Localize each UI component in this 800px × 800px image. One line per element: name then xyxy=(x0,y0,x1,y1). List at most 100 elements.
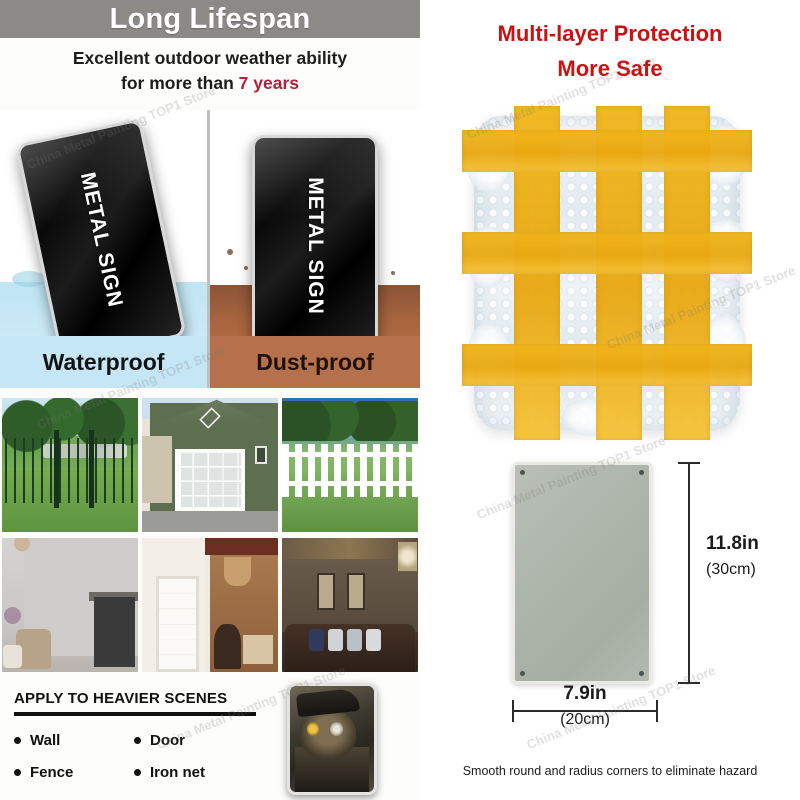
ceiling-beam xyxy=(196,538,278,556)
window xyxy=(397,542,417,572)
window xyxy=(254,446,268,464)
owl-eye-icon xyxy=(306,722,320,736)
mounting-hole-icon xyxy=(639,470,644,475)
owl-eye-icon xyxy=(330,722,343,736)
width-dimension-line xyxy=(512,710,658,712)
mounting-hole-icon xyxy=(520,671,525,676)
sideboard xyxy=(242,634,273,664)
bullet-icon xyxy=(14,737,21,744)
white-door xyxy=(155,575,200,672)
lifespan-subtitle: Excellent outdoor weather ability for mo… xyxy=(0,46,420,97)
fireplace xyxy=(94,596,136,667)
width-dimension-label: 7.9in (20cm) xyxy=(512,680,658,731)
apply-scenes-list: Wall Door Fence Iron net xyxy=(14,732,264,781)
waterproof-label: Waterproof xyxy=(0,336,207,388)
wall-art xyxy=(347,572,365,611)
list-item-label: Fence xyxy=(30,764,74,781)
width-centimeters: (20cm) xyxy=(560,710,610,728)
page-title: Long Lifespan xyxy=(109,2,311,35)
height-dimension-line xyxy=(688,462,690,684)
height-dimension-cap xyxy=(678,462,700,464)
owl-metal-sign-sample xyxy=(287,683,377,795)
application-photo-grid xyxy=(0,398,420,676)
tape-strip-horizontal xyxy=(462,232,752,274)
pillow xyxy=(328,629,344,651)
list-item-label: Iron net xyxy=(150,764,205,781)
lifespan-title-bar: Long Lifespan xyxy=(0,0,420,38)
mantel xyxy=(89,591,138,601)
width-dimension-cap xyxy=(512,700,514,722)
mounting-hole-icon xyxy=(520,470,525,475)
dust-speck-icon xyxy=(226,249,233,255)
photo-gray-interior-room xyxy=(2,538,138,672)
subtitle-line-1: Excellent outdoor weather ability xyxy=(72,48,348,68)
fence-rail xyxy=(282,481,418,487)
height-inches: 11.8in xyxy=(706,533,759,554)
bullet-icon xyxy=(14,769,21,776)
photo-white-picket-fence xyxy=(282,398,418,532)
metal-sign-plate-dust: METAL SIGN xyxy=(252,135,378,358)
dust-speck-icon xyxy=(243,265,248,270)
list-item: Fence xyxy=(14,764,134,781)
ceiling-lamp xyxy=(7,538,38,565)
subtitle-line-2-prefix: for more than xyxy=(121,73,239,94)
tape-strip-horizontal xyxy=(462,344,752,386)
fence-rail xyxy=(282,451,418,457)
protection-title-line-1: Multi-layer Protection xyxy=(497,21,723,46)
photo-row-top xyxy=(0,398,420,532)
garage-door xyxy=(174,448,246,511)
width-dimension-cap xyxy=(656,700,658,722)
subtitle-line-2: for more than 7 years xyxy=(0,71,420,96)
left-column: Long Lifespan Excellent outdoor weather … xyxy=(0,0,420,795)
pillow xyxy=(309,629,325,651)
cup xyxy=(3,645,23,668)
trees xyxy=(282,400,418,441)
fence-post xyxy=(89,430,95,508)
pillow xyxy=(366,629,382,651)
list-item: Iron net xyxy=(134,764,264,781)
dustproof-label: Dust-proof xyxy=(210,336,420,388)
protection-title: Multi-layer Protection More Safe xyxy=(420,16,800,86)
photo-white-door-hallway xyxy=(142,538,278,672)
metal-fence xyxy=(4,438,136,503)
blank-sign-panel xyxy=(512,462,652,684)
list-item-label: Wall xyxy=(30,732,61,749)
width-inches: 7.9in xyxy=(563,683,607,704)
subtitle-accent-years: 7 years xyxy=(238,73,299,94)
photo-green-metal-fence xyxy=(2,398,138,532)
height-dimension-label: 11.8in (30cm) xyxy=(706,530,798,581)
protection-title-line-2: More Safe xyxy=(557,56,663,82)
driveway xyxy=(142,510,278,532)
photo-green-house-garage-door xyxy=(142,398,278,532)
plate-label: METAL SIGN xyxy=(304,177,327,315)
bubble-wrap-parcel xyxy=(462,106,752,440)
height-dimension-cap xyxy=(678,682,700,684)
list-item: Wall xyxy=(14,732,134,749)
fence-post xyxy=(53,430,59,508)
dustproof-panel: METAL SIGN Dust-proof xyxy=(210,110,420,388)
tape-strip-horizontal xyxy=(462,130,752,172)
apply-scenes-heading: APPLY TO HEAVIER SCENES xyxy=(14,690,228,707)
apply-scenes-block: APPLY TO HEAVIER SCENES Wall Door Fence xyxy=(14,690,264,781)
safety-footnote: Smooth round and radius corners to elimi… xyxy=(462,764,758,778)
wall-art xyxy=(317,572,336,611)
photo-row-bottom xyxy=(0,538,420,672)
mounting-hole-icon xyxy=(639,671,644,676)
list-item: Door xyxy=(134,732,264,749)
ceiling xyxy=(282,538,418,560)
dried-plant xyxy=(3,596,23,635)
water-splash-icon xyxy=(12,271,47,288)
photo-dark-living-room xyxy=(282,538,418,672)
dust-speck-icon xyxy=(390,271,395,276)
list-item-label: Door xyxy=(150,732,185,749)
proof-panels: METAL SIGN Waterproof METAL SIGN Dust-pr… xyxy=(0,110,420,388)
height-centimeters: (30cm) xyxy=(706,560,756,578)
heading-underline xyxy=(14,712,256,716)
bullet-icon xyxy=(134,737,141,744)
dimension-diagram: 11.8in (30cm) 7.9in (20cm) xyxy=(420,452,800,752)
owl-hat xyxy=(295,688,360,718)
bullet-icon xyxy=(134,769,141,776)
pendant-light xyxy=(223,556,251,587)
side-wall xyxy=(142,435,172,503)
